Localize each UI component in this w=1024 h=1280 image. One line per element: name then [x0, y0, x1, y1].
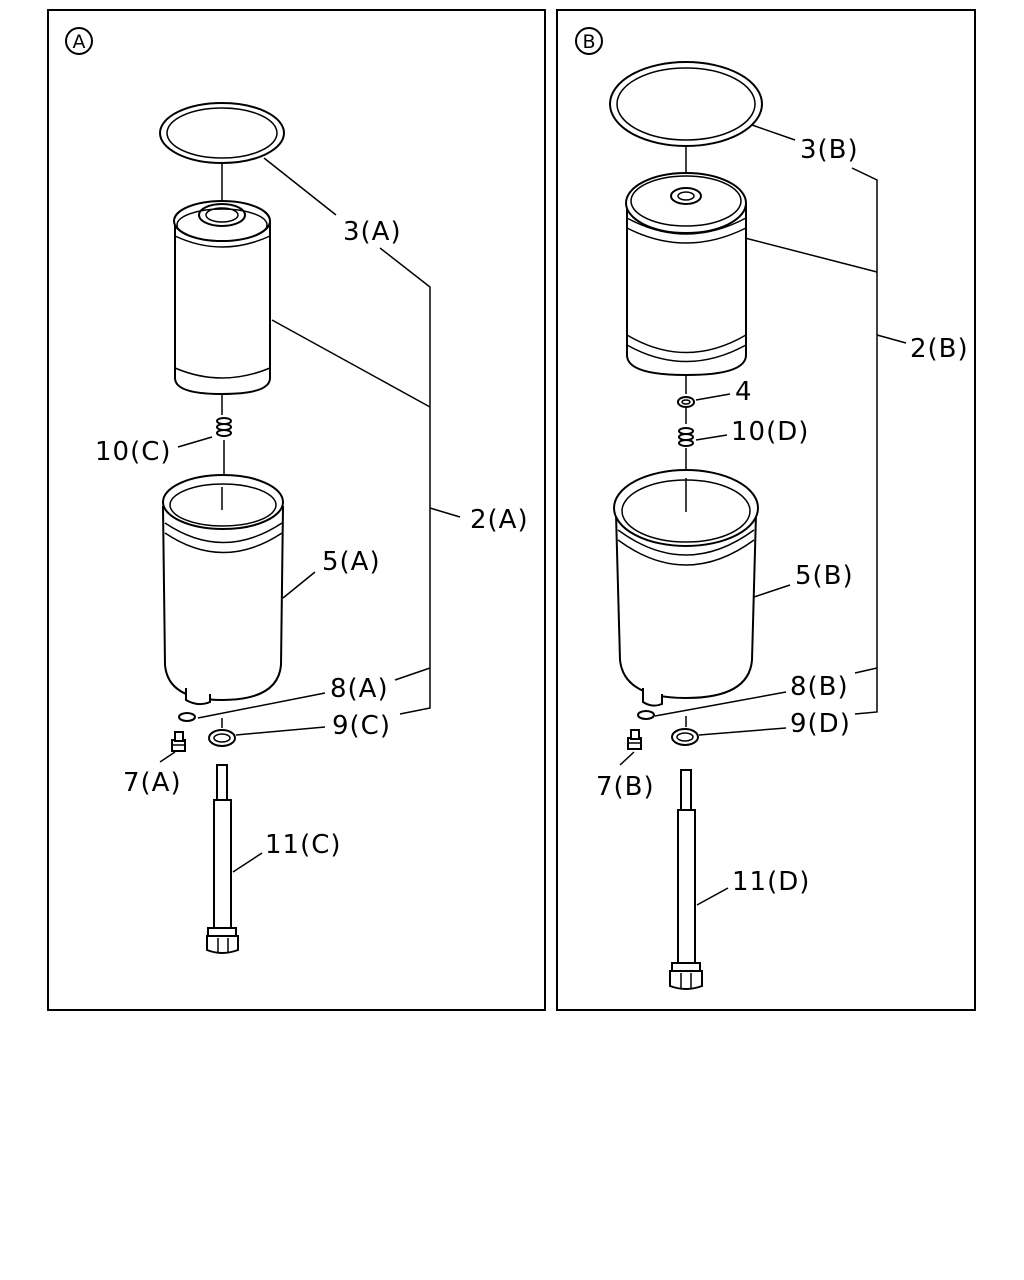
part-8b-oring: [637, 710, 655, 720]
panel-b-badge-text: B: [582, 31, 595, 53]
part-10d-spring: [678, 427, 694, 447]
label-3b: 3(B): [800, 135, 859, 165]
label-8b: 8(B): [790, 672, 849, 702]
label-3a: 3(A): [343, 217, 402, 247]
part-2a-filter-element: [173, 200, 271, 396]
label-7a: 7(A): [123, 768, 182, 798]
part-7a-drain-plug: [171, 731, 186, 752]
part-9d-oring: [671, 728, 699, 746]
label-7b: 7(B): [596, 772, 655, 802]
panel-b-leaders: [619, 124, 907, 906]
label-10c: 10(C): [95, 437, 172, 467]
part-2b-filter-element: [625, 172, 747, 377]
panel-b-badge: B: [575, 27, 603, 55]
panel-b: B: [556, 9, 976, 1011]
panel-a-frame: [47, 9, 546, 1011]
part-5a-case: [161, 474, 285, 706]
label-5b: 5(B): [795, 561, 854, 591]
part-4-ring: [677, 396, 695, 408]
part-3b-gasket: [609, 61, 763, 147]
label-9c: 9(C): [332, 711, 391, 741]
part-11c-center-bolt: [206, 764, 239, 954]
panel-a-badge: A: [65, 27, 93, 55]
label-11c: 11(C): [265, 830, 342, 860]
part-11d-center-bolt: [669, 769, 703, 990]
part-10c-spring: [216, 417, 232, 437]
label-8a: 8(A): [330, 674, 389, 704]
panel-a: A: [47, 9, 546, 1011]
label-4: 4: [735, 377, 753, 407]
label-2b: 2(B): [910, 334, 969, 364]
part-8a-oring: [178, 712, 196, 722]
part-3a-gasket: [159, 102, 285, 164]
label-9d: 9(D): [790, 709, 851, 739]
label-5a: 5(A): [322, 547, 381, 577]
panel-a-badge-text: A: [73, 31, 86, 53]
part-7b-drain-plug: [627, 729, 642, 750]
part-9c-oring: [208, 729, 236, 747]
panel-b-frame: [556, 9, 976, 1011]
label-11d: 11(D): [732, 867, 810, 897]
label-10d: 10(D): [731, 417, 809, 447]
panel-a-leaders: [159, 157, 461, 873]
label-2a: 2(A): [470, 505, 529, 535]
